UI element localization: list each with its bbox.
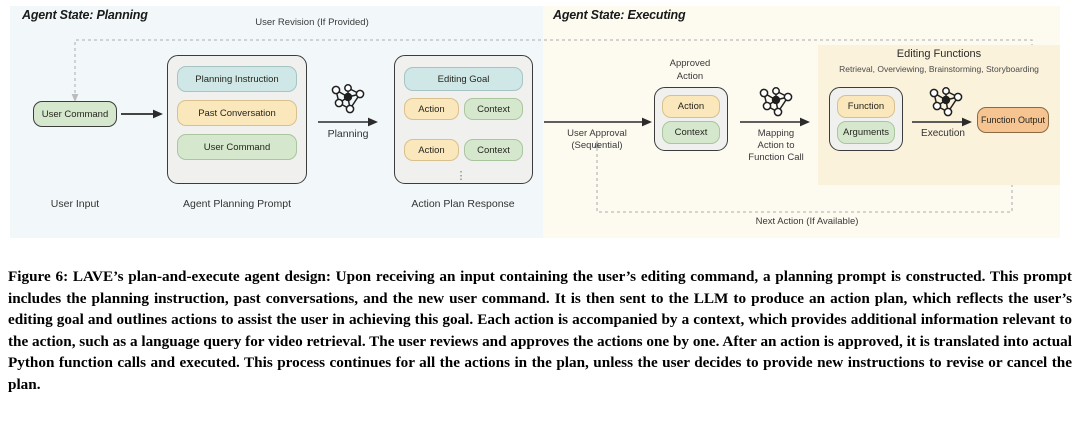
figure-diagram: Agent State: Planning Agent State: Execu… [10, 6, 1060, 238]
state-title-executing: Agent State: Executing [553, 8, 686, 22]
label-approved-action-line2: Action [676, 71, 704, 82]
arrow-planning [318, 117, 378, 127]
label-approved-action-line1: Approved [669, 58, 711, 69]
chip-past-conversation[interactable]: Past Conversation [177, 100, 297, 126]
plan-ellipsis: ⋮ [455, 170, 467, 182]
arrow-execution [912, 117, 972, 127]
label-mapping-action-to-function-call: Mapping Action to Function Call [736, 128, 816, 164]
label-editing-functions-subtitle: Retrieval, Overviewing, Brainstorming, S… [839, 64, 1039, 74]
chip-approved-action-action[interactable]: Action [662, 95, 720, 118]
label-editing-functions-title: Editing Functions [896, 48, 982, 60]
chip-editing-goal[interactable]: Editing Goal [404, 67, 523, 91]
neural-network-icon [929, 87, 963, 117]
arrow-user-approval [544, 117, 652, 127]
label-planning: Planning [327, 128, 369, 140]
node-user-command[interactable]: User Command [33, 101, 117, 127]
chip-arguments[interactable]: Arguments [837, 121, 895, 144]
chip-user-command[interactable]: User Command [177, 134, 297, 160]
label-mapping-line2: Action to [757, 140, 795, 151]
label-action-plan-response: Action Plan Response [411, 198, 515, 210]
chip-approved-action-context[interactable]: Context [662, 121, 720, 144]
chip-planning-instruction[interactable]: Planning Instruction [177, 66, 297, 92]
label-user-revision: User Revision (If Provided) [255, 17, 369, 28]
label-user-approval-line2: (Sequential) [571, 140, 623, 151]
chip-action-2[interactable]: Action [404, 139, 459, 161]
chip-context-1[interactable]: Context [464, 98, 523, 120]
state-title-planning: Agent State: Planning [22, 8, 148, 22]
arrow-user-command-to-prompt [121, 109, 163, 119]
label-user-approval: User Approval (Sequential) [539, 128, 655, 152]
neural-network-icon [759, 87, 793, 117]
figure-caption: Figure 6: LAVE’s plan-and-execute agent … [8, 268, 1072, 393]
chip-function-output[interactable]: Function Output [977, 107, 1049, 133]
neural-network-icon [331, 84, 365, 114]
label-execution: Execution [921, 128, 965, 139]
arrow-mapping-action-to-function-call [740, 117, 810, 127]
chip-action-1[interactable]: Action [404, 98, 459, 120]
label-user-input: User Input [50, 198, 100, 210]
label-user-approval-line1: User Approval [567, 128, 627, 139]
label-mapping-line1: Mapping [757, 128, 795, 139]
chip-function[interactable]: Function [837, 95, 895, 118]
chip-context-2[interactable]: Context [464, 139, 523, 161]
label-mapping-line3: Function Call [748, 152, 804, 163]
label-agent-planning-prompt: Agent Planning Prompt [183, 198, 291, 210]
label-next-action: Next Action (If Available) [755, 216, 859, 227]
label-approved-action: Approved Action [640, 57, 740, 83]
